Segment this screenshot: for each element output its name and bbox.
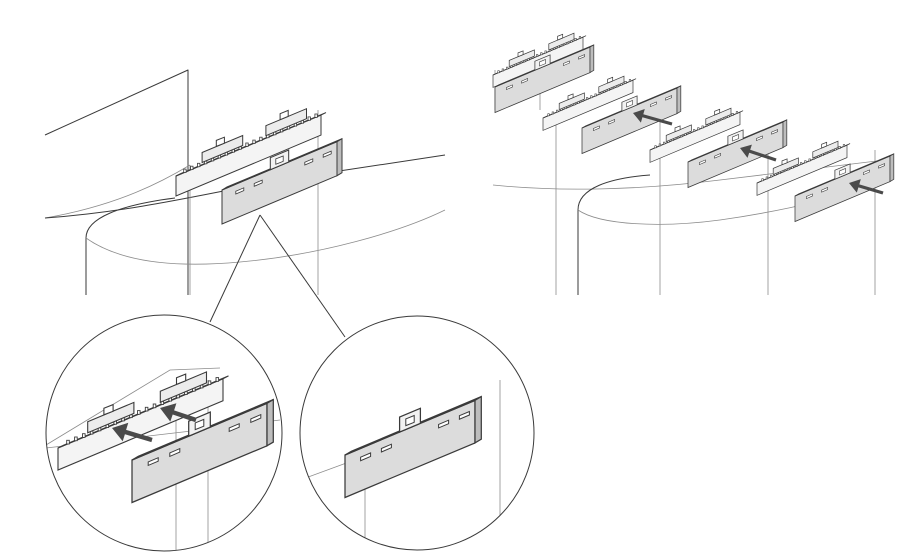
clamp-plate — [221, 137, 343, 225]
comb-strip — [175, 107, 327, 197]
arrow-icon — [849, 179, 884, 195]
comb-strip-detail — [57, 371, 229, 471]
sequence-step-1 — [492, 32, 595, 114]
overview-panel — [44, 69, 446, 295]
zoom-callout — [209, 214, 346, 338]
sequence-panel — [492, 32, 895, 295]
clamp-plate-detail — [131, 398, 274, 504]
detail-installed-panel — [299, 315, 535, 551]
arrow-icon — [112, 422, 153, 443]
arrow-icon — [633, 109, 673, 126]
detail-insert-panel — [45, 314, 283, 552]
sequence-step-2 — [542, 75, 682, 155]
sequence-step-4 — [756, 140, 895, 223]
clamp-plate-installed — [344, 395, 482, 499]
arrow-icon — [740, 144, 777, 162]
arrow-icon — [160, 403, 197, 423]
sequence-step-3 — [649, 107, 788, 189]
